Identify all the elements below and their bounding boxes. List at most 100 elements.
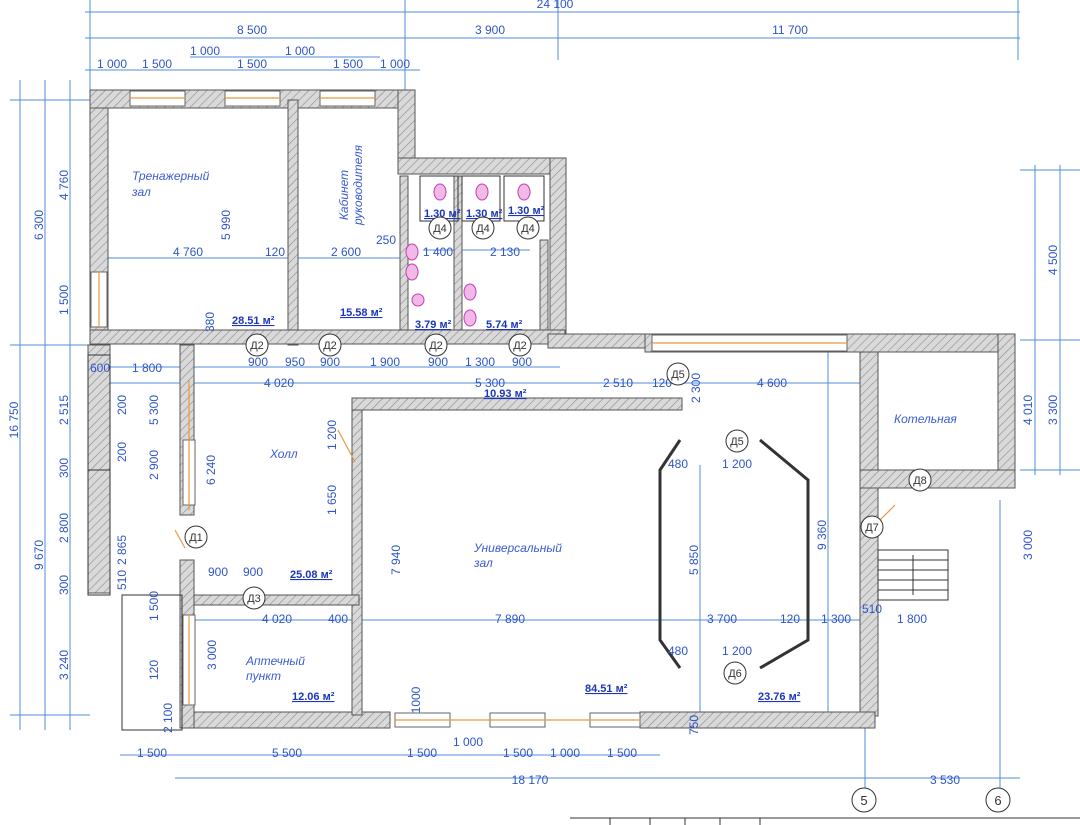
dim-top-4: 1 000 <box>285 44 315 58</box>
dim-top-5: 1 500 <box>333 57 363 71</box>
svg-text:Д8: Д8 <box>913 475 927 487</box>
misc-dim-20: 480 <box>668 644 688 658</box>
dim-bottom-0: 1 500 <box>137 746 167 760</box>
door-d4-a: Д4 <box>428 216 452 240</box>
svg-text:6: 6 <box>994 793 1001 808</box>
misc-dim-41: 750 <box>687 715 701 735</box>
dim-segment-mid: 3 900 <box>475 23 505 37</box>
left-dims: 16 750 6 300 9 670 4 760 1 500 2 515 300… <box>7 170 71 680</box>
dim-hall-h: 6 240 <box>204 455 218 485</box>
dim-right-hall-w: 3 700 <box>707 612 737 626</box>
dim-bottom-total: 18 170 <box>512 773 549 787</box>
axis-marker-6: 6 <box>985 787 1011 813</box>
misc-dim-22: 1 200 <box>722 457 752 471</box>
dim-office-w: 2 600 <box>331 245 361 259</box>
door-d2-a: Д2 <box>245 333 269 357</box>
room-name-hall: Холл <box>269 447 298 461</box>
misc-dim-13: 2 510 <box>603 376 633 390</box>
dim-4760: 4 760 <box>57 170 71 200</box>
misc-dim-19: 480 <box>668 457 688 471</box>
overall-dimension-labels: 24 100 8 500 3 900 11 700 18 170 3 530 <box>237 0 960 787</box>
area-wc3: 1.30 м² <box>508 205 545 217</box>
misc-dim-34: 1 650 <box>325 485 339 515</box>
misc-dim-30: 900 <box>243 565 263 579</box>
dim-9360: 9 360 <box>815 520 829 550</box>
misc-dim-4: 950 <box>285 355 305 369</box>
misc-dim-1: 250 <box>376 233 396 247</box>
toilet-fixtures <box>405 183 531 327</box>
svg-text:Д3: Д3 <box>247 593 261 605</box>
dimension-lines <box>10 0 1080 800</box>
area-wc2: 1.30 м² <box>466 208 503 220</box>
misc-dim-7: 900 <box>428 355 448 369</box>
dim-2515: 2 515 <box>57 395 71 425</box>
svg-text:5: 5 <box>860 793 867 808</box>
misc-dim-39: 510 <box>115 570 129 590</box>
room-name-pharmacy-line2: пункт <box>246 669 281 683</box>
dim-300b: 300 <box>57 575 71 595</box>
dim-lower: 9 670 <box>32 540 46 570</box>
door-d6: Д6 <box>723 661 747 685</box>
svg-text:Д2: Д2 <box>429 340 443 352</box>
misc-dim-44: 120 <box>147 660 161 680</box>
bottom-dims: 1 500 5 500 1 500 1 000 1 500 1 000 1 50… <box>137 735 637 760</box>
svg-text:Д4: Д4 <box>476 223 490 235</box>
misc-dim-38: 200 <box>115 442 129 462</box>
dim-segment-right: 11 700 <box>772 23 808 37</box>
misc-dim-26: 1 300 <box>821 612 851 626</box>
dim-total-height: 16 750 <box>7 401 21 438</box>
dim-top-2: 1 000 <box>190 44 220 58</box>
dim-top-1: 1 500 <box>142 57 172 71</box>
door-d8: Д8 <box>908 468 932 492</box>
walls <box>87 89 1016 729</box>
stairs <box>877 549 949 601</box>
dim-pharmacy-h: 3 000 <box>205 640 219 670</box>
misc-dim-21: 1 200 <box>722 644 752 658</box>
svg-text:Д4: Д4 <box>433 223 447 235</box>
dim-4010: 4 010 <box>1021 395 1035 425</box>
dim-bottom-5: 1 000 <box>550 746 580 760</box>
misc-dims: 120 250 380 900 950 900 1 900 900 1 300 … <box>90 233 927 735</box>
svg-text:Д1: Д1 <box>189 532 203 544</box>
area-hall: 25.08 м² <box>290 569 333 581</box>
axis-marker-5: 5 <box>851 787 877 813</box>
dim-bottom-1: 5 500 <box>272 746 302 760</box>
window-trim <box>98 97 896 721</box>
axis-markers: 5 6 <box>851 787 1011 813</box>
svg-text:Д5: Д5 <box>730 436 744 448</box>
octagon-room <box>658 438 810 670</box>
room-name-boiler: Котельная <box>894 412 957 426</box>
room-name-office-line2: руководителя <box>351 144 365 226</box>
misc-dim-43: 1 500 <box>147 591 161 621</box>
dim-bottom-6: 1 500 <box>607 746 637 760</box>
area-right-hall: 23.76 м² <box>758 691 801 703</box>
dim-3300: 3 300 <box>1046 395 1060 425</box>
top-window-dims: 1 000 1 500 1 000 1 500 1 000 1 500 1 00… <box>97 44 410 71</box>
dim-4500: 4 500 <box>1046 245 1060 275</box>
dim-300a: 300 <box>57 458 71 478</box>
misc-dim-27: 510 <box>862 602 882 616</box>
dim-top-6: 1 000 <box>380 57 410 71</box>
room-name-office-line1: Кабинет <box>337 170 351 220</box>
area-corridor: 10.93 м² <box>484 388 527 400</box>
misc-dim-16: 2 300 <box>689 373 703 403</box>
dim-universal-h: 7 940 <box>389 545 403 575</box>
door-d5-b: Д5 <box>725 429 749 453</box>
misc-dim-0: 120 <box>265 245 285 259</box>
svg-text:Д4: Д4 <box>521 223 535 235</box>
dim-toilet-a-w: 1 400 <box>423 245 453 259</box>
dim-1500: 1 500 <box>57 285 71 315</box>
door-d2-c: Д2 <box>424 333 448 357</box>
misc-dim-37: 200 <box>115 395 129 415</box>
misc-dim-36: 2 865 <box>115 535 129 565</box>
misc-dim-10: 1 800 <box>132 361 162 375</box>
door-d4-c: Д4 <box>516 216 540 240</box>
dim-bottom-right: 3 530 <box>930 773 960 787</box>
svg-text:Д5: Д5 <box>671 369 685 381</box>
dim-toilet-b-w: 2 130 <box>490 245 520 259</box>
room-areas: 28.51 м² 15.58 м² 1.30 м² 1.30 м² 1.30 м… <box>232 205 801 703</box>
door-d2-d: Д2 <box>508 333 532 357</box>
misc-dim-2: 380 <box>203 312 217 332</box>
